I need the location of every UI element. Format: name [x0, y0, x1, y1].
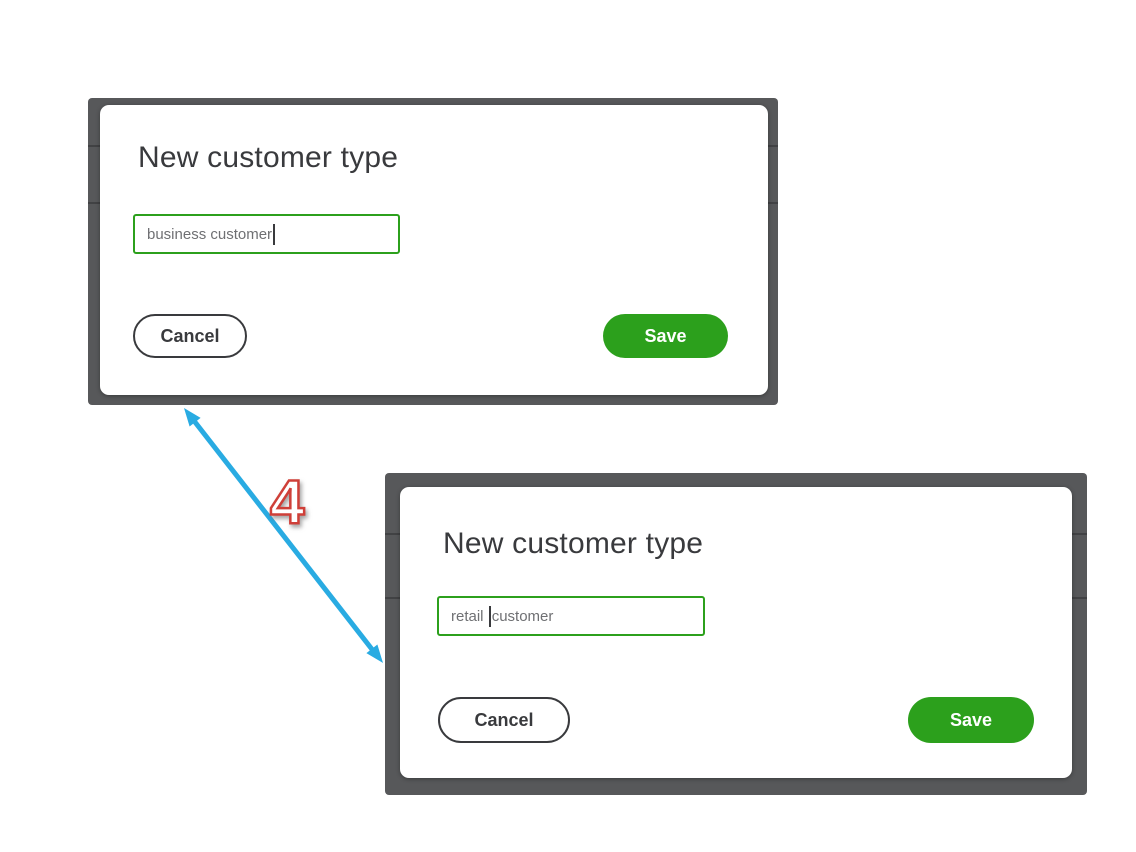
text-cursor — [488, 605, 491, 627]
cancel-button[interactable]: Cancel — [133, 314, 247, 358]
input-text-before-cursor: business customer — [147, 225, 273, 243]
input-text-after-cursor: customer — [491, 607, 554, 625]
save-button[interactable]: Save — [603, 314, 728, 358]
dialog-title: New customer type — [138, 141, 399, 174]
new-customer-type-dialog-2: New customer type retail customer Cancel… — [400, 487, 1072, 778]
dialog-title: New customer type — [443, 527, 704, 560]
modal-backdrop-1: New customer type business customer Canc… — [88, 98, 778, 405]
annotation-double-arrow-icon — [184, 408, 383, 663]
cancel-button[interactable]: Cancel — [438, 697, 570, 743]
modal-backdrop-2: New customer type retail customer Cancel… — [385, 473, 1087, 795]
text-cursor — [273, 223, 276, 245]
input-text-before-cursor: retail — [451, 607, 488, 625]
new-customer-type-dialog-1: New customer type business customer Canc… — [100, 105, 768, 395]
step-number-badge: 4 — [270, 468, 305, 537]
customer-type-input[interactable]: business customer — [133, 214, 400, 254]
customer-type-input[interactable]: retail customer — [437, 596, 705, 636]
save-button[interactable]: Save — [908, 697, 1034, 743]
